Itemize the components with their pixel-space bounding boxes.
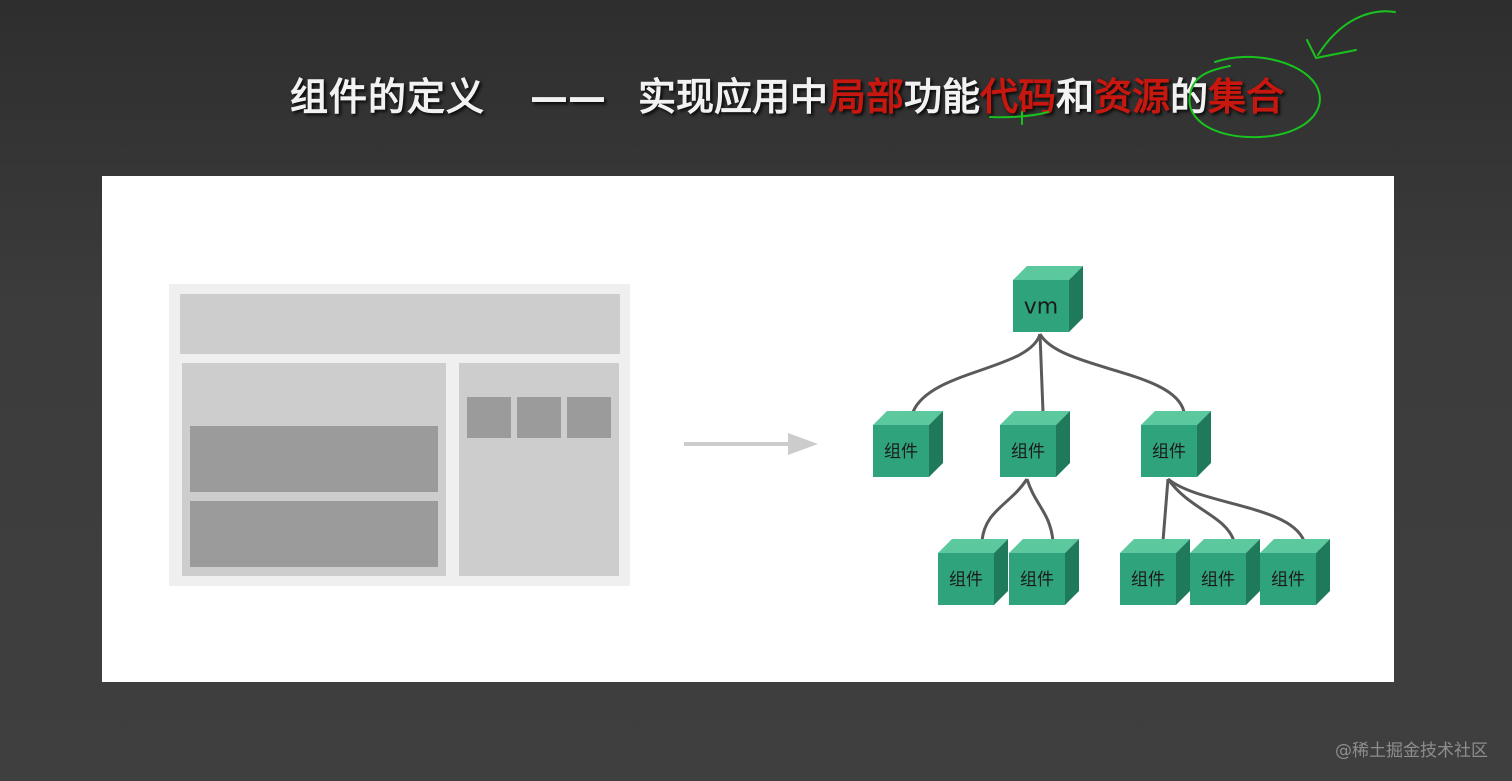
wireframe-sidebar: [459, 363, 619, 576]
title-part: 的: [1170, 75, 1209, 119]
title-part-highlight: 局部: [828, 75, 905, 119]
page-wireframe: [169, 284, 630, 586]
wireframe-sidebar-tile-2: [517, 397, 561, 438]
title-part-highlight: 代码: [980, 75, 1057, 119]
wireframe-main-block-2: [190, 501, 438, 567]
annotation-arrow-head: [1306, 39, 1357, 60]
title-right: 实现应用中局部功能代码和资源的集合: [638, 70, 1284, 124]
wireframe-main-block-1: [190, 426, 438, 492]
watermark: @稀土掘金技术社区: [1335, 741, 1488, 761]
slide-title: 组件的定义 —— 实现应用中局部功能代码和资源的集合: [0, 70, 1512, 130]
wireframe-sidebar-tile-3: [567, 397, 611, 438]
title-part: 实现应用中: [638, 75, 829, 119]
wireframe-sidebar-tile-1: [467, 397, 511, 438]
title-left: 组件的定义: [290, 75, 486, 119]
title-part: 和: [1056, 75, 1095, 119]
arrow-right-icon: [684, 433, 818, 455]
title-dash: ——: [530, 75, 606, 119]
title-part: 功能: [904, 75, 981, 119]
wireframe-header: [180, 294, 620, 354]
annotation-arrow: [1317, 10, 1396, 56]
title-part-highlight: 集合: [1208, 75, 1285, 119]
title-part-highlight: 资源: [1094, 75, 1171, 119]
